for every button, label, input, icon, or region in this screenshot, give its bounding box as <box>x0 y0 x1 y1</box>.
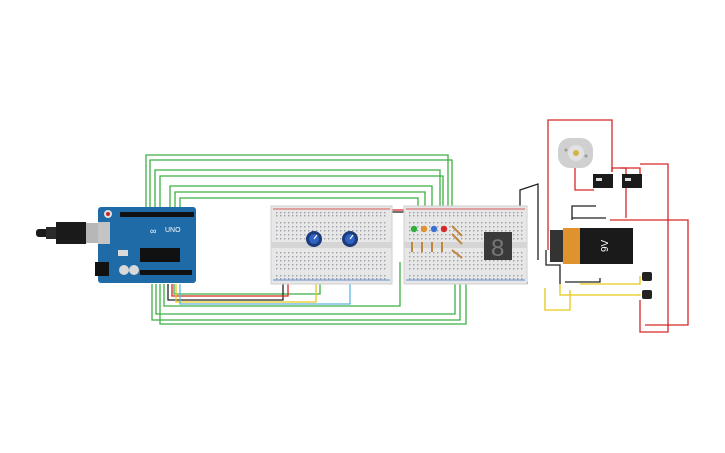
led-orange <box>420 225 428 233</box>
power-wires[interactable] <box>544 119 689 333</box>
transistor-2[interactable] <box>642 290 652 299</box>
arduino-label: UNO <box>165 227 181 234</box>
potentiometer-2[interactable] <box>342 231 358 247</box>
analog-header <box>140 270 192 275</box>
arduino-logo: ∞ <box>150 226 156 236</box>
resistors[interactable] <box>411 225 463 259</box>
usb-cable[interactable] <box>36 222 100 244</box>
led-red <box>440 225 448 233</box>
relay-2[interactable] <box>622 174 642 188</box>
led-row[interactable] <box>410 225 448 233</box>
battery-9v[interactable]: 9V <box>550 228 633 264</box>
transistor-1[interactable] <box>642 272 652 281</box>
led-green <box>410 225 418 233</box>
segment-digit: 8 <box>491 235 504 262</box>
arduino-uno-board[interactable]: ∞ UNO <box>95 207 196 283</box>
breadboard-left[interactable] <box>270 205 393 285</box>
dc-motor[interactable] <box>558 138 593 168</box>
potentiometer-1[interactable] <box>306 231 322 247</box>
digital-header <box>120 212 194 217</box>
seven-segment-display[interactable]: 8 <box>484 232 512 262</box>
microcontroller-chip <box>140 248 180 262</box>
led-blue <box>430 225 438 233</box>
battery-label: 9V <box>600 239 611 252</box>
green-wires[interactable] <box>145 154 467 325</box>
relay-1[interactable] <box>593 174 613 188</box>
breadboard-right[interactable] <box>403 205 528 285</box>
